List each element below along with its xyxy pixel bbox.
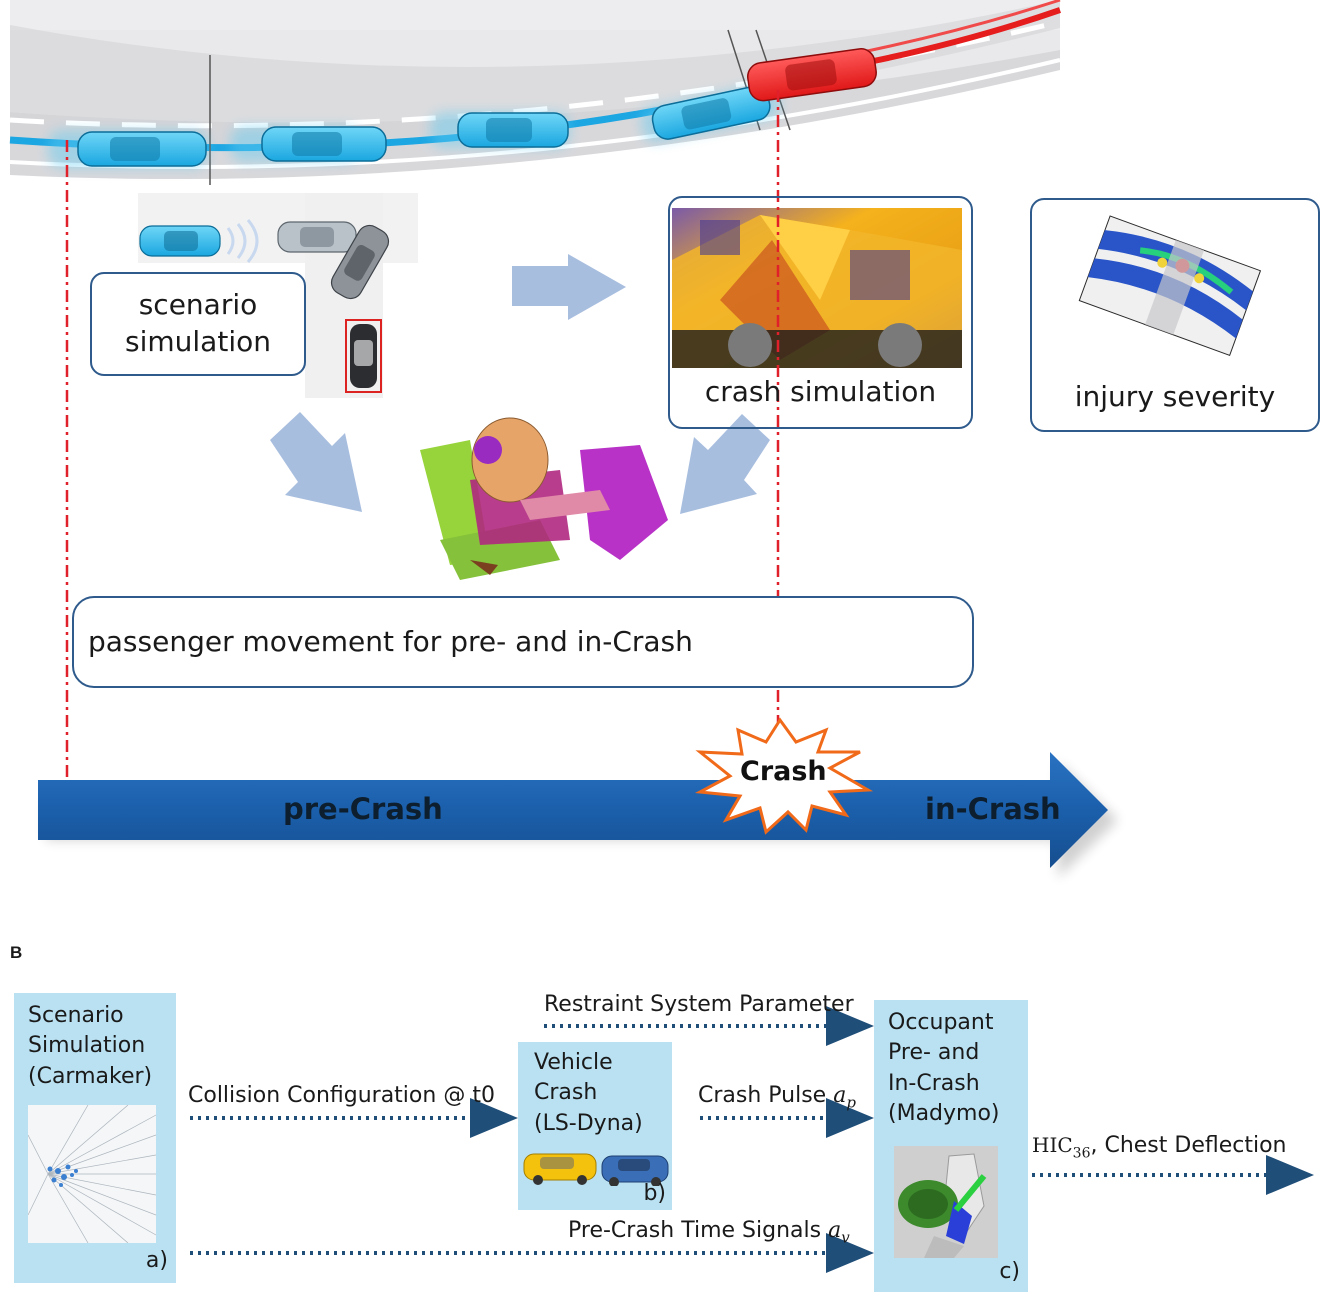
passenger-movement-box: passenger movement for pre- and in-Crash — [72, 596, 974, 688]
collision-label: Collision Configuration @ t0 — [188, 1083, 495, 1108]
red-car — [747, 48, 877, 102]
output-label: HIC36, Chest Deflection — [1032, 1131, 1287, 1164]
scenario-car-grey-1 — [277, 221, 357, 253]
crash-pulse-symbol: a — [833, 1083, 847, 1108]
flow-arrow-down-left — [680, 414, 770, 514]
panel-b-connectors — [190, 1006, 1314, 1273]
scenario-car-grey-2 — [330, 224, 390, 300]
hic-text: HIC — [1032, 1133, 1073, 1157]
occupant-block: Occupant Pre- and In-Crash (Madymo) c) — [874, 1000, 1028, 1292]
blue-car-3 — [430, 112, 570, 148]
vehicle-crash-title: Vehicle Crash (LS-Dyna) — [534, 1050, 643, 1136]
crash-burst-label: Crash — [740, 756, 827, 787]
injury-severity-label: injury severity — [1074, 380, 1276, 414]
scenario-car-black — [345, 319, 382, 393]
box-a-tag: a) — [145, 1248, 168, 1273]
scenario-scatter-image — [28, 1105, 156, 1243]
time-signals-label: Pre-Crash Time Signals av — [568, 1216, 850, 1248]
crash-simulation-image — [672, 208, 962, 368]
time-signals-symbol: a — [828, 1218, 842, 1243]
injury-severity-image — [1078, 215, 1262, 356]
flow-arrow-right — [512, 254, 626, 320]
panel-b-label: B — [10, 943, 23, 962]
time-signals-subscript: v — [841, 1228, 850, 1247]
in-crash-label: in-Crash — [925, 792, 1061, 826]
crash-burst-shape — [694, 717, 874, 835]
occupant-model-thumb — [894, 1146, 998, 1258]
crash-simulation-box: crash simulation — [668, 196, 973, 429]
time-signals-text: Pre-Crash Time Signals — [568, 1218, 822, 1243]
passenger-movement-label: passenger movement for pre- and in-Crash — [88, 624, 693, 658]
blue-car-2 — [230, 126, 387, 162]
scenario-simulation-title: Scenario Simulation (Carmaker) — [28, 1003, 153, 1089]
crash-pulse-subscript: p — [846, 1093, 856, 1112]
box-c-tag: c) — [999, 1259, 1020, 1284]
chest-deflection-text: , Chest Deflection — [1090, 1133, 1287, 1158]
scenario-car-blue — [139, 219, 259, 263]
scenario-simulation-box: scenario simulation — [90, 272, 306, 376]
crash-pulse-label: Crash Pulse ap — [698, 1081, 856, 1113]
panel-a-graphics — [9, 0, 1262, 878]
occupant-title: Occupant Pre- and In-Crash (Madymo) — [888, 1010, 1000, 1127]
hic-subscript: 36 — [1072, 1145, 1091, 1162]
scenario-simulation-block: Scenario Simulation (Carmaker) a) — [14, 993, 176, 1283]
pre-crash-label: pre-Crash — [283, 792, 443, 826]
box-b-tag: b) — [643, 1181, 666, 1206]
occupant-model-image — [420, 417, 668, 580]
flow-arrow-down-right — [270, 412, 362, 512]
vehicle-crash-cars-image — [522, 1146, 670, 1186]
injury-severity-box: injury severity — [1030, 198, 1320, 432]
crash-pulse-text: Crash Pulse — [698, 1083, 827, 1108]
blue-car-1 — [48, 130, 208, 168]
crash-simulation-label: crash simulation — [704, 375, 937, 409]
restraint-label: Restraint System Parameter — [544, 992, 854, 1017]
vehicle-crash-block: Vehicle Crash (LS-Dyna) b) — [518, 1042, 672, 1210]
blue-car-4 — [640, 83, 780, 143]
